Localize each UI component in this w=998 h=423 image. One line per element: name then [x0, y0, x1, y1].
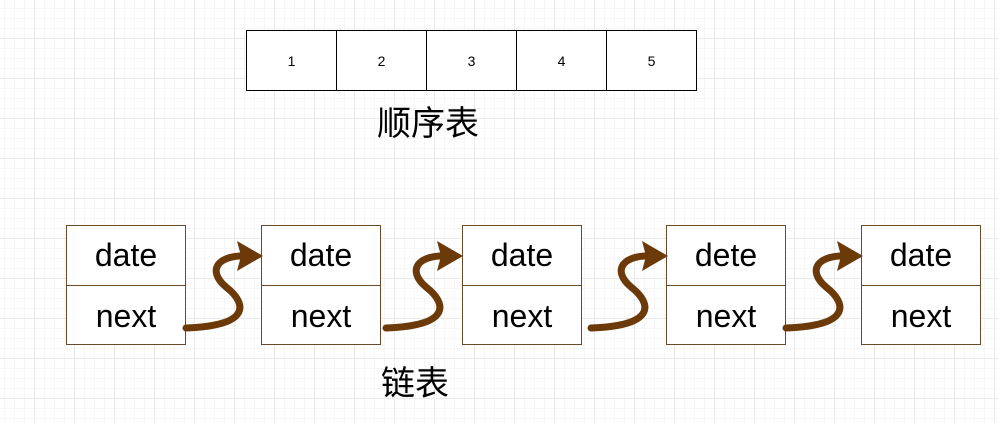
array-cell: 2: [336, 31, 426, 90]
linked-list-node: date next: [66, 225, 186, 345]
node-next-field: next: [95, 297, 157, 334]
node-next-field: next: [695, 297, 757, 334]
linked-list-node: date next: [462, 225, 582, 345]
pointer-arrows: [182, 241, 863, 332]
node-data-field: date: [67, 226, 185, 286]
pointer-arrow: [382, 241, 463, 332]
array-cell: 3: [426, 31, 516, 90]
array-cell: 4: [516, 31, 606, 90]
node-data-field: date: [262, 226, 380, 286]
node-next-field: next: [890, 297, 952, 334]
pointer-arrow: [587, 241, 668, 332]
sequential-list-array: 1 2 3 4 5: [246, 30, 697, 91]
node-data-field: dete: [667, 226, 785, 286]
pointer-arrow: [182, 241, 263, 332]
pointer-arrow: [782, 241, 863, 332]
array-cell: 1: [287, 52, 296, 69]
linked-list-node: date next: [261, 225, 381, 345]
linked-list-node: date next: [861, 225, 981, 345]
node-next-field: next: [491, 297, 553, 334]
sequential-list-caption: 顺序表: [377, 104, 479, 144]
array-cell: 5: [606, 31, 696, 90]
linked-list-node: dete next: [666, 225, 786, 345]
node-data-field: date: [463, 226, 581, 286]
node-data-field: date: [862, 226, 980, 286]
node-next-field: next: [290, 297, 352, 334]
linked-list-caption: 链表: [381, 364, 449, 404]
